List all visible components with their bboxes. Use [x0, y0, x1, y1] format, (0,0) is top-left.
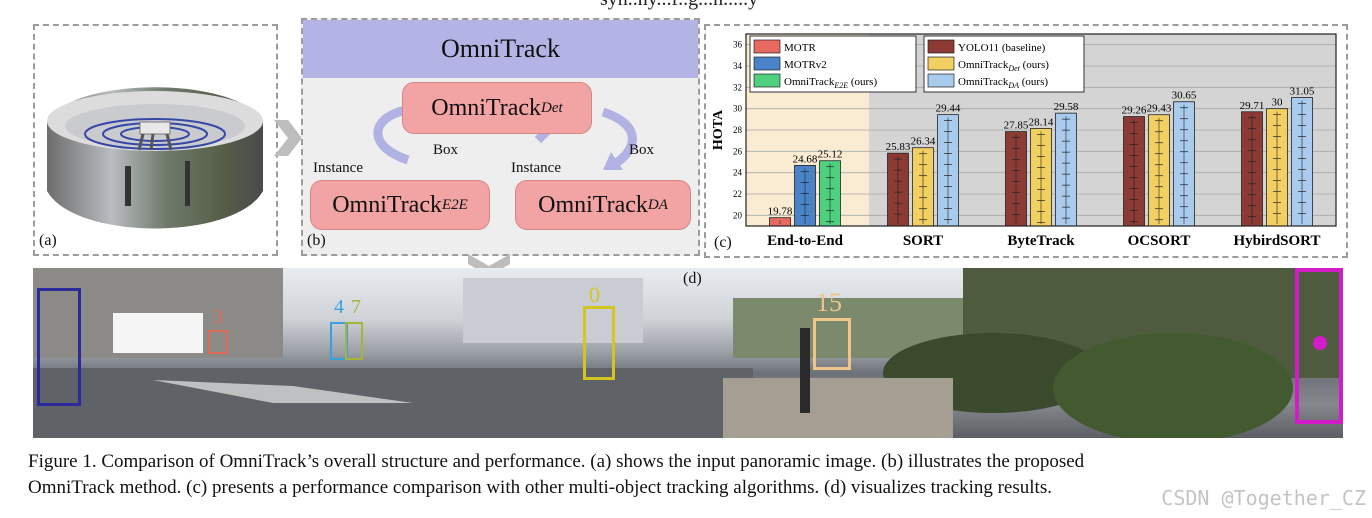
track-box-15	[813, 318, 851, 370]
panel-a: (a)	[33, 24, 278, 256]
legend-swatch	[754, 74, 780, 87]
data-label: 25.12	[818, 149, 843, 161]
data-label: 31.05	[1290, 85, 1315, 97]
legend-swatch	[928, 40, 954, 53]
track-id-0: 0	[589, 282, 600, 308]
track-id-3: 3	[213, 306, 223, 329]
street-scene	[33, 268, 1343, 438]
legend-swatch	[928, 74, 954, 87]
x-category-label: OCSORT	[1128, 233, 1191, 249]
track-box-3	[208, 330, 228, 354]
y-tick-label: 28	[733, 125, 743, 135]
watermark: CSDN @Together_CZ	[1161, 486, 1366, 510]
data-label: 29.58	[1054, 101, 1079, 113]
track-box-7	[345, 322, 363, 360]
panel-d-tracking-image: 3 4 7 0 15 (d)	[33, 268, 1343, 438]
label-instance-right: Instance	[511, 160, 561, 177]
legend-entry: MOTRv2	[784, 59, 827, 71]
clipped-top-text: syn..ny...f..g...n.....y	[600, 0, 758, 11]
y-tick-label: 20	[733, 210, 743, 220]
panel-a-label: (a)	[39, 232, 57, 250]
y-tick-label: 32	[733, 82, 742, 92]
track-id-15: 15	[816, 288, 842, 318]
data-label: 25.83	[886, 141, 911, 153]
legend-entry: OmniTrackDet (ours)	[958, 59, 1049, 73]
panoramic-ring-image	[35, 26, 276, 254]
data-label: 19.78	[768, 206, 793, 218]
label-box-right: Box	[629, 142, 654, 159]
legend-swatch	[754, 40, 780, 53]
track-id-4: 4	[334, 296, 344, 319]
track-box-0	[583, 306, 615, 380]
x-category-label: HybirdSORT	[1234, 233, 1321, 249]
x-category-label: ByteTrack	[1007, 233, 1075, 249]
y-tick-label: 36	[733, 40, 743, 50]
track-dot-right	[1313, 336, 1327, 350]
data-label: 29.71	[1240, 100, 1265, 112]
legend-swatch	[928, 57, 954, 70]
label-box-left: Box	[433, 142, 458, 159]
figure-caption-line-2: OmniTrack method. (c) presents a perform…	[28, 475, 1052, 501]
legend-entry: MOTR	[784, 42, 816, 54]
data-label: 27.85	[1004, 120, 1029, 132]
track-id-7: 7	[351, 296, 361, 319]
chevron-right-icon	[272, 118, 304, 158]
y-axis-label: HOTA	[711, 109, 726, 150]
x-category-label: End-to-End	[767, 233, 844, 249]
y-tick-label: 22	[733, 189, 742, 199]
panel-b-label: (b)	[307, 232, 326, 250]
data-label: 29.43	[1147, 103, 1172, 115]
x-category-label: SORT	[903, 233, 943, 249]
panel-d-label: (d)	[683, 270, 702, 288]
y-tick-label: 26	[733, 146, 743, 156]
data-label: 29.44	[936, 103, 961, 115]
legend-entry: OmniTrackDA (ours)	[958, 76, 1048, 90]
data-label: 24.68	[793, 153, 818, 165]
y-tick-label: 30	[733, 104, 743, 114]
data-label: 29.26	[1122, 105, 1147, 117]
y-tick-label: 24	[733, 168, 743, 178]
data-label: 28.14	[1029, 117, 1054, 129]
data-label: 30.65	[1172, 90, 1197, 102]
track-box-left	[37, 288, 81, 406]
data-label: 30	[1272, 97, 1284, 109]
figure-caption-line-1: Figure 1. Comparison of OmniTrack’s over…	[28, 449, 1084, 475]
legend-entry: YOLO11 (baseline)	[958, 42, 1046, 54]
panel-c-label: (c)	[714, 234, 732, 252]
data-label: 26.34	[911, 136, 936, 148]
legend-entry: OmniTrackE2E (ours)	[784, 76, 877, 90]
legend-swatch	[754, 57, 780, 70]
y-tick-label: 34	[733, 61, 743, 71]
label-instance-left: Instance	[313, 160, 363, 177]
